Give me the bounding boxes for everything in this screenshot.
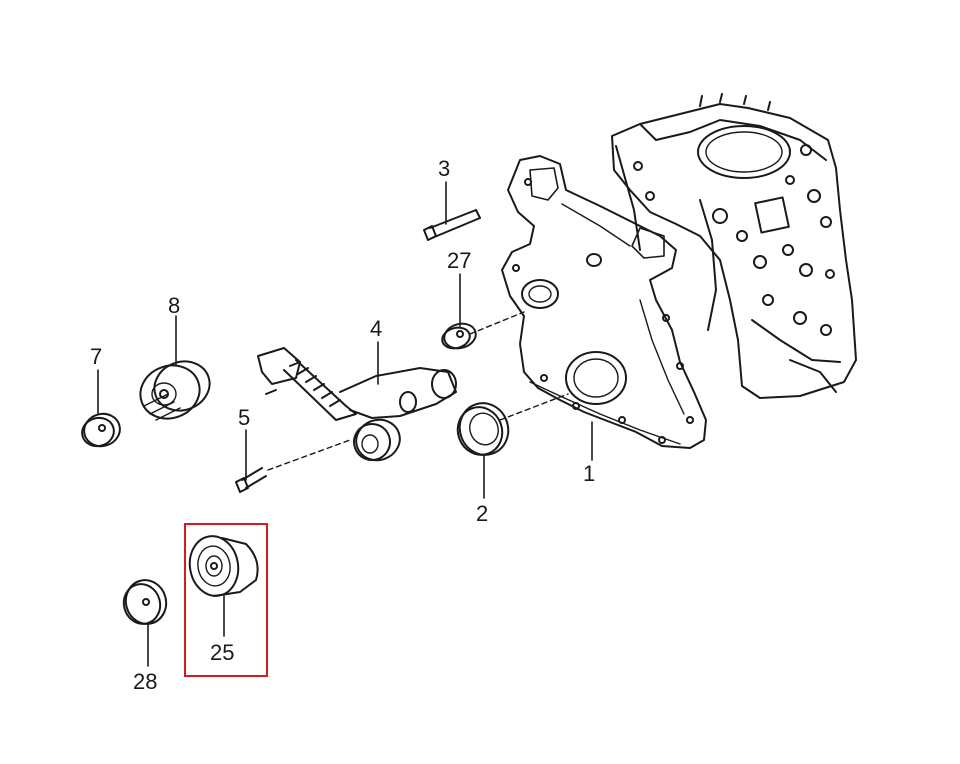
callout-7: 7: [90, 344, 103, 369]
callout-2: 2: [476, 501, 489, 526]
timing-cover-part-1: [501, 155, 707, 449]
callout-28: 28: [133, 669, 158, 694]
callout-5: 5: [238, 405, 251, 430]
idler-pulley-part-25: [188, 535, 259, 597]
front-oil-seal-part-2: [456, 402, 510, 456]
callout-4: 4: [370, 316, 383, 341]
assembly-lines: [267, 311, 569, 471]
callout-3: 3: [438, 156, 451, 181]
engine-block: [611, 93, 857, 399]
callout-27: 27: [447, 248, 472, 273]
cap-part-7: [81, 412, 121, 448]
cap-part-28: [122, 579, 168, 625]
bolt-part-5: [235, 467, 267, 493]
bolt-part-3: [423, 209, 481, 241]
callout-8: 8: [168, 293, 181, 318]
highlight-box-part-25: [184, 523, 268, 677]
leader-lines: [97, 181, 593, 667]
tensioner-part-4: [257, 347, 457, 462]
pulley-part-8: [139, 360, 211, 421]
callout-25: 25: [210, 640, 235, 665]
callout-1: 1: [583, 461, 596, 486]
